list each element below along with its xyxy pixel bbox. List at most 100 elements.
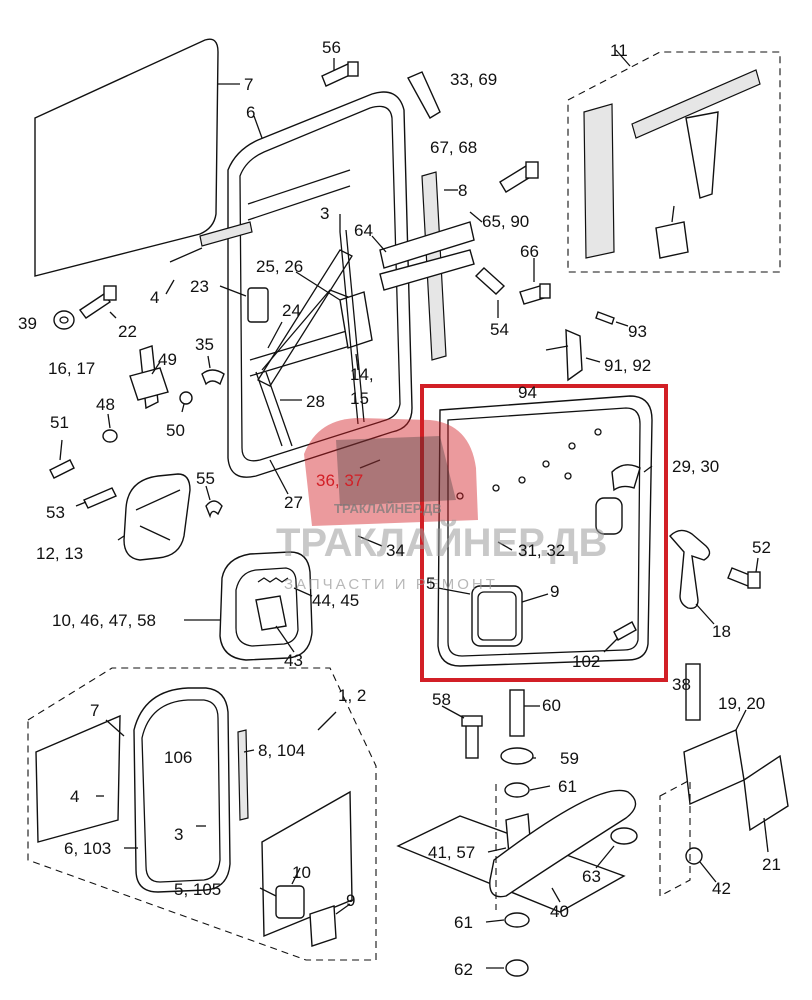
label-14: 14,: [350, 365, 374, 384]
label-29-30: 29, 30: [672, 457, 719, 476]
clip-55: [205, 500, 223, 519]
bolt-67-68: [499, 161, 539, 193]
bolt-22: [78, 285, 117, 319]
dashed-hinge-box: [659, 779, 691, 897]
label-33-69: 33, 69: [450, 70, 497, 89]
label-48: 48: [96, 395, 115, 414]
label-11: 11: [610, 41, 628, 60]
door-pull-33: [407, 71, 441, 119]
bolt-53: [83, 487, 117, 509]
nut-50: [179, 391, 193, 405]
label-65-90: 65, 90: [482, 212, 529, 231]
armrest-29-30: [595, 464, 641, 535]
label-22: 22: [118, 322, 137, 341]
clip-35: [201, 369, 225, 386]
label-3b: 3: [174, 825, 183, 844]
label-25-26: 25, 26: [256, 257, 303, 276]
label-40: 40: [550, 902, 569, 921]
outside-handle-12-13: [123, 473, 191, 561]
label-10-46-47-58: 10, 46, 47, 58: [52, 611, 156, 630]
label-51: 51: [50, 413, 69, 432]
label-42: 42: [712, 879, 731, 898]
label-59: 59: [560, 749, 579, 768]
label-12-13: 12, 13: [36, 544, 83, 563]
kit-11-group: [567, 51, 781, 273]
label-10b: 10: [292, 863, 311, 882]
washer-39: [53, 310, 75, 330]
label-19-20: 19, 20: [718, 694, 765, 713]
label-7b: 7: [90, 701, 99, 720]
label-44-45: 44, 45: [312, 591, 359, 610]
hinge-assembly: [396, 689, 638, 977]
label-27: 27: [284, 493, 303, 512]
window-glass: [34, 38, 240, 277]
label-31-32: 31, 32: [518, 541, 565, 560]
window-regulator: [255, 249, 373, 447]
label-54: 54: [490, 320, 509, 339]
label-53: 53: [46, 503, 65, 522]
label-94: 94: [518, 383, 537, 402]
watermark: ТРАКЛАЙНЕР.ДВ ТРАКЛАЙНЕР.ДВ ЗАПЧАСТИ И Р…: [276, 418, 607, 593]
label-102: 102: [572, 652, 600, 671]
handle-23: [247, 287, 269, 323]
label-39: 39: [18, 314, 37, 333]
watermark-sub-text: ЗАПЧАСТИ И РЕМОНТ: [284, 576, 498, 593]
bolt-54: [474, 267, 506, 295]
bolt-56: [321, 61, 359, 87]
label-23: 23: [190, 277, 209, 296]
label-36-37: 36, 37: [316, 471, 363, 490]
label-4: 4: [150, 288, 159, 307]
label-63: 63: [582, 867, 601, 886]
washer-48: [102, 429, 118, 443]
highlight-box: [420, 384, 668, 682]
label-60: 60: [542, 696, 561, 715]
inside-handle-10: [219, 551, 313, 661]
spring-44-45: [257, 577, 289, 583]
label-1-2: 1, 2: [338, 686, 366, 705]
label-62: 62: [454, 960, 473, 979]
label-9b: 9: [346, 891, 355, 910]
label-28: 28: [306, 392, 325, 411]
bolt-58: [461, 715, 483, 759]
label-3: 3: [320, 204, 329, 223]
label-6-103: 6, 103: [64, 839, 111, 858]
pad-21: [743, 754, 789, 832]
label-55: 55: [196, 469, 215, 488]
label-61: 61: [558, 777, 577, 796]
label-49: 49: [158, 350, 177, 369]
leader-lines: [59, 49, 769, 969]
label-21: 21: [762, 855, 781, 874]
label-6: 6: [246, 103, 255, 122]
bracket-91-92: [545, 328, 583, 382]
label-5: 5: [426, 574, 435, 593]
label-4b: 4: [70, 787, 79, 806]
label-41-57: 41, 57: [428, 843, 475, 862]
lock-16-17: [129, 345, 169, 410]
label-15: 15: [350, 389, 369, 408]
label-67-68: 67, 68: [430, 138, 477, 157]
screw-93: [595, 311, 615, 325]
window-crank-18: [669, 529, 711, 610]
label-5-105: 5, 105: [174, 880, 221, 899]
label-56: 56: [322, 38, 341, 57]
latch-rod: [339, 229, 365, 425]
label-24: 24: [282, 301, 301, 320]
label-35: 35: [195, 335, 214, 354]
label-43: 43: [284, 651, 303, 670]
watermark-top-text: ТРАКЛАЙНЕР.ДВ: [334, 501, 442, 516]
window-channel: [169, 221, 253, 263]
bracket-64: [379, 221, 475, 291]
label-16-17: 16, 17: [48, 359, 95, 378]
label-7: 7: [244, 75, 253, 94]
kit-1-2-group: [27, 667, 377, 961]
label-91-92: 91, 92: [604, 356, 651, 375]
label-106: 106: [164, 748, 192, 767]
bolt-51: [49, 459, 75, 479]
watermark-main-text: ТРАКЛАЙНЕР.ДВ: [276, 519, 607, 565]
map-pocket-9: [471, 585, 523, 647]
callout-labels: 56 7 6 33, 69 11 67, 68 8 3 64 65, 90 66…: [18, 38, 781, 979]
hinge-19-20: [683, 663, 745, 865]
label-61b: 61: [454, 913, 473, 932]
label-64: 64: [354, 221, 373, 240]
label-66: 66: [520, 242, 539, 261]
